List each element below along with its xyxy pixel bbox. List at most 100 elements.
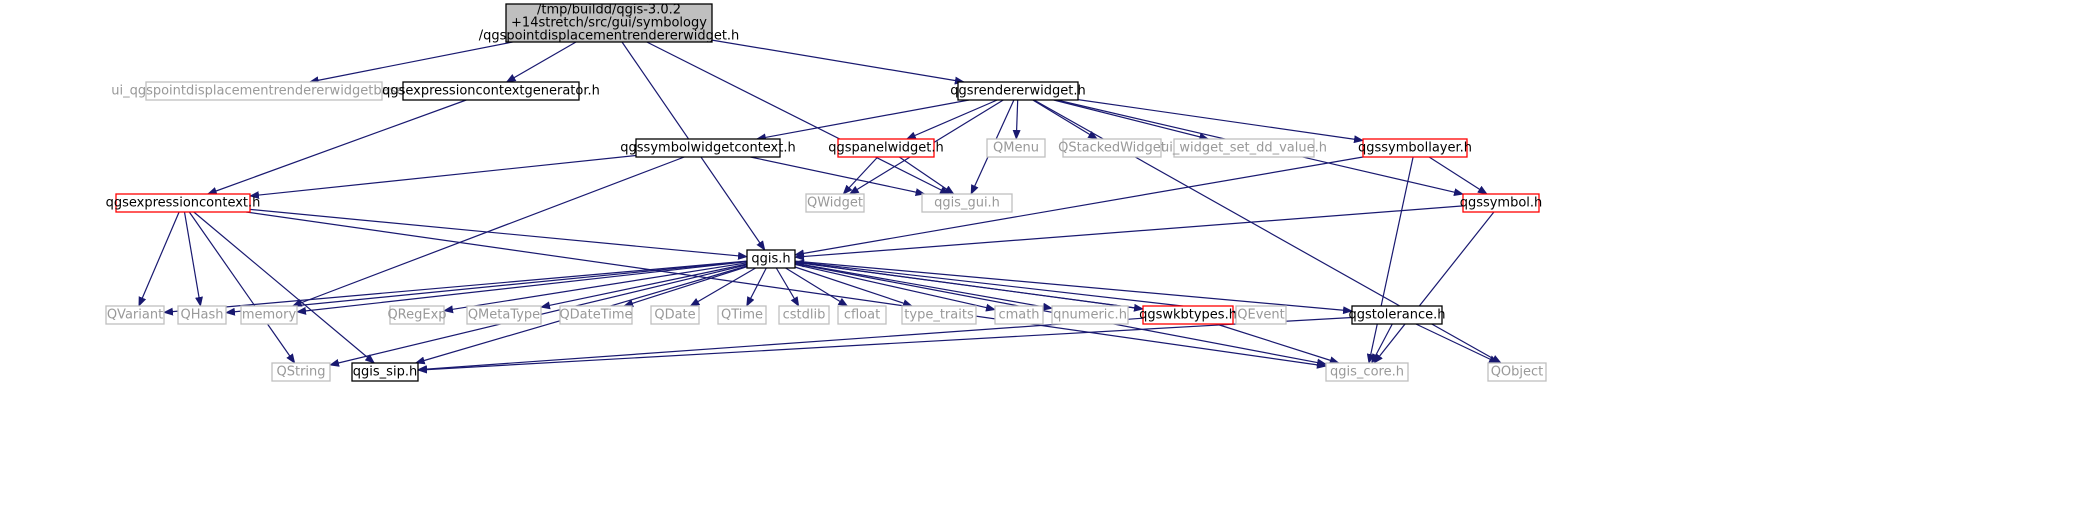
node-box-qvariant bbox=[105, 305, 165, 325]
edge-exprctx-to-qgissip bbox=[193, 211, 375, 364]
node-qregexp: QRegExp bbox=[387, 305, 447, 325]
edge-qgis-to-qhash bbox=[225, 260, 748, 316]
edge-exprctx-to-qgis bbox=[249, 208, 748, 260]
node-box-qgis bbox=[746, 249, 796, 269]
node-qgiscore: qgis_core.h bbox=[1325, 362, 1409, 382]
edge-wkbtypes-to-qgissip bbox=[417, 317, 1144, 374]
node-box-cfloat bbox=[837, 305, 887, 325]
edge-tolerance-to-qgissip bbox=[417, 316, 1353, 374]
node-label-root: /tmp/buildd/qgis-3.0.2 bbox=[537, 3, 681, 18]
node-label-qgiscore: qgis_core.h bbox=[1330, 365, 1404, 380]
node-label-qdatetime: QDateTime bbox=[559, 308, 632, 323]
node-box-qstring bbox=[271, 362, 331, 382]
node-label-root: /qgspointdisplacementrendererwidget.h bbox=[479, 29, 740, 44]
edge-root-to-ui_base bbox=[308, 41, 513, 85]
edge-symlayer-to-qgis bbox=[794, 156, 1364, 258]
edge-qgis-to-memory bbox=[296, 261, 748, 315]
node-root[interactable]: /tmp/buildd/qgis-3.0.2+14stretch/src/gui… bbox=[479, 3, 740, 44]
node-label-root: +14stretch/src/gui/symbology bbox=[511, 16, 707, 31]
node-box-memory bbox=[240, 305, 298, 325]
node-ui_base: ui_qgspointdisplacementrendererwidgetbas… bbox=[111, 81, 417, 101]
node-panel[interactable]: qgspanelwidget.h bbox=[828, 138, 944, 158]
node-label-qobject: QObject bbox=[1491, 365, 1544, 380]
node-exprctx[interactable]: qgsexpressioncontext.h bbox=[106, 193, 261, 213]
node-qevent: QEvent bbox=[1235, 305, 1287, 325]
edge-exprctx-to-qhash bbox=[183, 211, 203, 307]
edge-exprctx-to-qvariant bbox=[138, 211, 180, 307]
node-label-qstring: QString bbox=[276, 365, 325, 380]
node-label-renderer: qgsrendererwidget.h bbox=[950, 84, 1085, 99]
node-label-qvariant: QVariant bbox=[107, 308, 163, 323]
node-cfloat: cfloat bbox=[837, 305, 887, 325]
node-label-panel: qgspanelwidget.h bbox=[828, 141, 944, 156]
node-label-qhash: QHash bbox=[181, 308, 224, 323]
node-exprgen[interactable]: qgsexpressioncontextgenerator.h bbox=[382, 81, 600, 101]
node-qstacked: QStackedWidget bbox=[1058, 138, 1166, 158]
node-box-symctx bbox=[635, 138, 781, 158]
edge-qgis-to-cmath bbox=[794, 263, 996, 312]
edge-renderer-to-symctx bbox=[755, 99, 970, 142]
node-box-ui_base bbox=[145, 81, 383, 101]
node-cmath: cmath bbox=[994, 305, 1044, 325]
edge-qgis-to-qregexp bbox=[443, 262, 748, 314]
edge-renderer-to-uiwidget bbox=[1053, 99, 1210, 141]
node-box-exprgen bbox=[402, 81, 580, 101]
node-label-qgissip: qgis_sip.h bbox=[353, 365, 417, 380]
edge-renderer-to-panel bbox=[905, 99, 998, 140]
node-label-typetraits: type_traits bbox=[904, 308, 974, 323]
node-renderer[interactable]: qgsrendererwidget.h bbox=[950, 81, 1086, 101]
node-label-uiwidget: ui_widget_set_dd_value.h bbox=[1161, 141, 1327, 156]
node-qhash: QHash bbox=[177, 305, 227, 325]
node-box-qtime bbox=[717, 305, 767, 325]
node-label-wkbtypes: qgswkbtypes.h bbox=[1139, 308, 1237, 323]
node-box-qevent bbox=[1235, 305, 1287, 325]
edge-qgis-to-qtime bbox=[746, 267, 767, 307]
edge-exprctx-to-qstring bbox=[188, 211, 296, 364]
node-box-renderer bbox=[957, 81, 1079, 101]
edge-root-to-renderer bbox=[711, 39, 965, 85]
edge-root-to-qgisgui bbox=[646, 41, 950, 195]
node-qgis[interactable]: qgis.h bbox=[746, 249, 796, 269]
edge-panel-to-qwidget bbox=[842, 156, 879, 195]
node-label-tolerance: qgstolerance.h bbox=[1348, 308, 1445, 323]
node-layer: /tmp/buildd/qgis-3.0.2+14stretch/src/gui… bbox=[105, 3, 1547, 382]
node-label-qstacked: QStackedWidget bbox=[1058, 141, 1166, 156]
node-box-qstacked bbox=[1062, 138, 1162, 158]
node-box-wkbtypes bbox=[1142, 305, 1234, 325]
node-qgissip[interactable]: qgis_sip.h bbox=[351, 362, 419, 382]
edge-panel-to-qgisgui bbox=[898, 156, 955, 195]
node-qobject: QObject bbox=[1487, 362, 1547, 382]
node-qgssymbol[interactable]: qgssymbol.h bbox=[1460, 193, 1543, 213]
node-box-cmath bbox=[994, 305, 1044, 325]
edge-qgis-to-qmetatype bbox=[540, 263, 748, 310]
edge-tolerance-to-qobject bbox=[1415, 323, 1500, 364]
node-qdate: QDate bbox=[650, 305, 700, 325]
node-qstring: QString bbox=[271, 362, 331, 382]
node-box-qhash bbox=[177, 305, 227, 325]
node-typetraits: type_traits bbox=[901, 305, 977, 325]
node-label-cmath: cmath bbox=[998, 308, 1039, 323]
node-box-qdate bbox=[650, 305, 700, 325]
node-symctx[interactable]: qgssymbolwidgetcontext.h bbox=[620, 138, 796, 158]
node-symlayer[interactable]: qgssymbollayer.h bbox=[1358, 138, 1472, 158]
edge-qgis-to-qdatetime bbox=[623, 266, 748, 308]
node-wkbtypes[interactable]: qgswkbtypes.h bbox=[1139, 305, 1237, 325]
node-qtime: QTime bbox=[717, 305, 767, 325]
edge-exprctx-to-qgiscore bbox=[246, 211, 1327, 369]
node-label-qdate: QDate bbox=[654, 308, 695, 323]
node-label-qmetatype: QMetaType bbox=[468, 308, 540, 323]
node-label-qevent: QEvent bbox=[1237, 308, 1284, 323]
node-box-qgiscore bbox=[1325, 362, 1409, 382]
node-uiwidget: ui_widget_set_dd_value.h bbox=[1161, 138, 1327, 158]
edge-qgis-to-qdate bbox=[689, 267, 756, 307]
edge-exprgen-to-exprctx bbox=[206, 99, 467, 195]
node-box-typetraits bbox=[901, 305, 977, 325]
edge-renderer-to-qstacked bbox=[1032, 99, 1099, 140]
edge-qgssymbol-to-qgiscore bbox=[1373, 211, 1495, 364]
edge-symctx-to-exprctx bbox=[249, 154, 637, 200]
node-label-qgis: qgis.h bbox=[751, 252, 790, 267]
edge-qgis-to-qvariant bbox=[163, 260, 748, 316]
node-tolerance[interactable]: qgstolerance.h bbox=[1348, 305, 1446, 325]
node-qdatetime: QDateTime bbox=[559, 305, 633, 325]
